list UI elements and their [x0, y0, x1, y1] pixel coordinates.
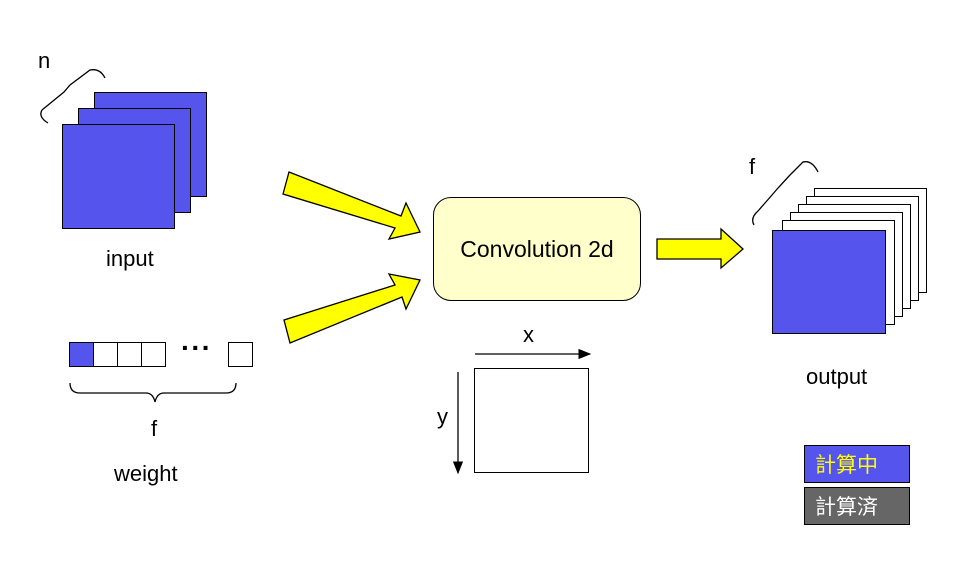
output-count-label: f — [749, 154, 756, 179]
input-label: input — [106, 246, 154, 271]
arrow-weight-to-conv — [283, 273, 421, 344]
output-channel-active — [772, 230, 886, 334]
weight-cell-last — [228, 342, 253, 367]
arrow-conv-to-output — [656, 227, 744, 270]
weight-ellipsis: ··· — [181, 332, 212, 363]
legend-computing-label: 計算中 — [815, 453, 878, 477]
convolution-box: Convolution 2d — [433, 197, 641, 301]
weight-label: weight — [114, 461, 178, 486]
legend-computed-label: 計算済 — [815, 495, 878, 519]
input-channel-1 — [62, 124, 175, 229]
weight-cell — [117, 342, 142, 367]
weight-cell — [141, 342, 166, 367]
spatial-frame — [474, 368, 589, 473]
x-axis-label: x — [523, 322, 534, 347]
legend-computing: 計算中 — [804, 445, 910, 483]
output-brace — [752, 161, 819, 226]
convolution-label: Convolution 2d — [460, 235, 614, 262]
input-brace — [40, 69, 106, 124]
weight-brace — [69, 382, 237, 403]
arrow-input-to-conv — [282, 171, 421, 240]
y-axis-label: y — [437, 404, 448, 429]
weight-cell — [93, 342, 118, 367]
legend-computed: 計算済 — [804, 487, 910, 525]
output-label: output — [806, 364, 868, 389]
input-count-label: n — [38, 48, 51, 73]
weight-count-label: f — [151, 416, 158, 441]
